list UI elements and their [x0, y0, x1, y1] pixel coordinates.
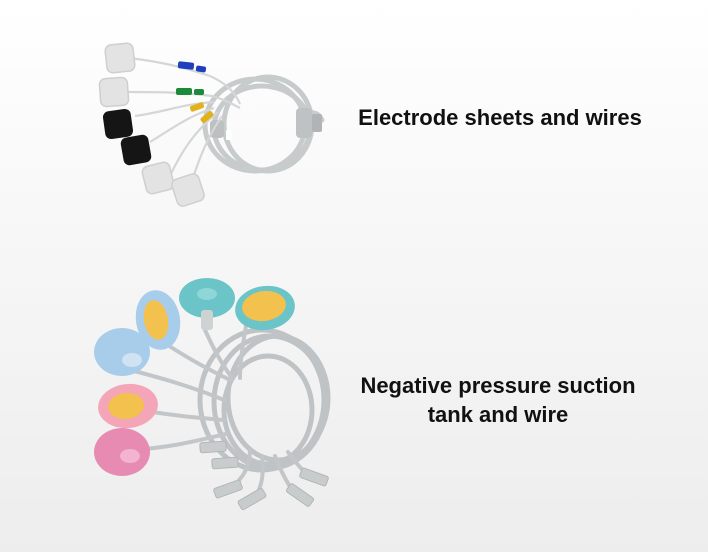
suction-caption-line-2: tank and wire — [427, 401, 569, 427]
suction-cups-with-wires-icon — [94, 278, 331, 511]
suction-section: Negative pressure suction tank and wire — [0, 260, 708, 552]
suction-caption: Negative pressure suction tank and wire — [318, 372, 678, 429]
electrode-section: Electrode sheets and wires — [0, 0, 708, 260]
electrode-caption: Electrode sheets and wires — [358, 105, 642, 130]
electrode-pads-with-wires-icon — [98, 42, 325, 207]
suction-caption-line-1: Negative pressure suction — [360, 373, 636, 398]
